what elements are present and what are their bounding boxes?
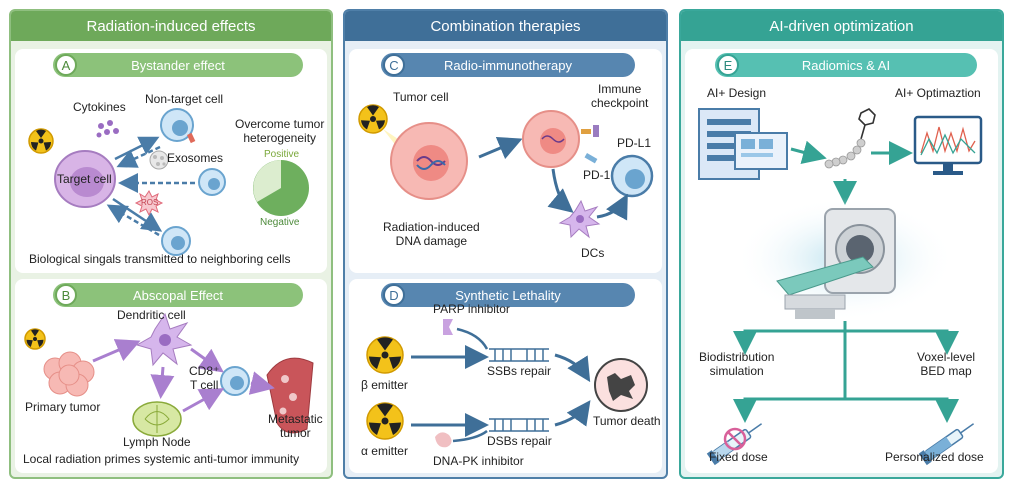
label-lymph-node: Lymph Node	[123, 435, 191, 449]
label-personalized-dose: Personalized dose	[885, 450, 984, 464]
cytokines-icon	[96, 120, 119, 138]
panel-e-title: Radiomics & AI	[715, 53, 977, 77]
dna-dsb-icon	[489, 418, 549, 432]
label-ssbs-repair: SSBs repair	[487, 364, 552, 378]
label-primary-tumor: Primary tumor	[25, 400, 101, 414]
t-cell-icon	[220, 366, 250, 396]
radiation-icon	[358, 104, 388, 134]
label-positive: Positive	[264, 149, 300, 160]
panel-d-letter: D	[383, 284, 405, 306]
label-biodistribution: Biodistribution simulation	[699, 350, 775, 378]
label-non-target-cell: Non-target cell	[145, 92, 224, 106]
bystander-illustration	[28, 108, 309, 256]
panel-a-letter: A	[55, 54, 77, 76]
column-radiation-effects: Radiation-induced effects Bystander effe…	[9, 9, 333, 479]
abscopal-illustration	[24, 312, 314, 437]
panel-b-letter: B	[55, 284, 77, 306]
monitor-icon	[913, 115, 983, 175]
label-parp-inhibitor: PARP inhibitor	[433, 302, 510, 316]
panel-a-title: Bystander effect	[53, 53, 303, 77]
radiation-icon	[366, 336, 404, 374]
label-dnapk-inhibitor: DNA-PK inhibitor	[433, 454, 524, 468]
dnapk-inhibitor-icon	[435, 432, 452, 448]
column-title-ai: AI-driven optimization	[681, 11, 1002, 41]
label-ai-optimization: AI+ Optimaztion	[895, 86, 981, 100]
dendritic-cell-icon	[135, 312, 193, 367]
panel-radiomics-ai: Radiomics & AI E	[685, 49, 998, 473]
label-pd-l1: PD-L1	[617, 136, 652, 150]
label-dsbs-repair: DSBs repair	[487, 434, 552, 448]
label-overcome: Overcome tumor heterogeneity	[235, 117, 325, 145]
synthetic-lethality-illustration	[366, 319, 648, 448]
tumor-cell-small-icon	[522, 110, 580, 168]
panel-e-letter: E	[717, 54, 739, 76]
lymph-node-icon	[132, 401, 182, 437]
label-negative: Negative	[260, 217, 300, 228]
radiation-icon	[366, 402, 404, 440]
ct-scanner-icon	[776, 208, 896, 319]
label-ai-design: AI+ Design	[707, 86, 767, 100]
label-pd-1: PD-1	[583, 168, 611, 182]
non-target-cell-icon	[160, 108, 196, 144]
panel-c-title: Radio-immunotherapy	[381, 53, 635, 77]
design-screen-icon	[698, 108, 788, 180]
panel-synthetic-lethality: Synthetic Lethality D	[349, 279, 662, 473]
label-tumor-cell: Tumor cell	[393, 90, 449, 104]
panel-d-title: Synthetic Lethality	[381, 283, 635, 307]
cell-bottom-icon	[161, 226, 191, 256]
cell-right-icon	[198, 168, 226, 196]
column-title-radiation: Radiation-induced effects	[11, 11, 331, 41]
column-combination-therapies: Combination therapies Radio-immunotherap…	[343, 9, 668, 479]
label-voxel-bed: Voxel-level BED map	[917, 350, 976, 378]
tumor-cell-icon	[390, 122, 468, 200]
syringe-icon	[918, 423, 975, 466]
label-alpha-emitter: α emitter	[361, 444, 408, 458]
dna-ssb-icon	[489, 348, 549, 362]
label-dna-damage: Radiation-induced DNA damage	[383, 220, 480, 248]
radiation-icon	[24, 328, 46, 350]
label-fixed-dose: Fixed dose	[709, 450, 768, 464]
radiomics-illustration	[698, 108, 983, 466]
parp-inhibitor-icon	[443, 319, 453, 335]
label-beta-emitter: β emitter	[361, 378, 408, 392]
label-ros: ROS	[141, 198, 159, 207]
panel-c-letter: C	[383, 54, 405, 76]
metastatic-tumor-icon	[266, 357, 314, 434]
label-dendritic-cell: Dendritic cell	[117, 308, 186, 322]
radio-immunotherapy-illustration	[358, 104, 654, 239]
caption-abscopal: Local radiation primes systemic anti-tum…	[23, 452, 300, 466]
tumor-death-icon	[594, 358, 648, 412]
dendritic-cell-icon	[558, 199, 601, 239]
immune-checkpoint-icon	[581, 125, 599, 164]
label-tumor-death: Tumor death	[593, 414, 661, 428]
label-dcs: DCs	[581, 246, 605, 260]
target-cell-icon	[54, 150, 116, 208]
label-cd8-tcell: CD8⁺ T cell	[189, 364, 220, 392]
exosomes-icon	[149, 150, 169, 170]
ros-icon	[134, 190, 164, 217]
label-exosomes: Exosomes	[167, 151, 224, 165]
panel-bystander: Bystander effect A	[15, 49, 327, 273]
prohibit-icon	[723, 427, 747, 451]
heterogeneity-pie-icon	[253, 160, 309, 216]
t-cell-icon	[610, 154, 654, 198]
molecule-icon	[824, 108, 876, 169]
label-metastatic-tumor: Metastatic tumor	[268, 412, 323, 440]
panel-abscopal: Abscopal Effect B	[15, 279, 327, 473]
caption-bystander: Biological singals transmitted to neighb…	[29, 252, 291, 266]
label-immune-checkpoint: Immune checkpoint	[591, 82, 649, 110]
column-ai-optimization: AI-driven optimization Radiomics & AI E	[679, 9, 1004, 479]
primary-tumor-icon	[43, 351, 95, 397]
column-title-combination: Combination therapies	[345, 11, 666, 41]
label-target-cell: Target cell	[57, 172, 112, 186]
radiation-icon	[28, 128, 54, 154]
label-cytokines: Cytokines	[73, 100, 126, 114]
panel-radio-immunotherapy: Radio-immunotherapy C	[349, 49, 662, 273]
panel-b-title: Abscopal Effect	[53, 283, 303, 307]
